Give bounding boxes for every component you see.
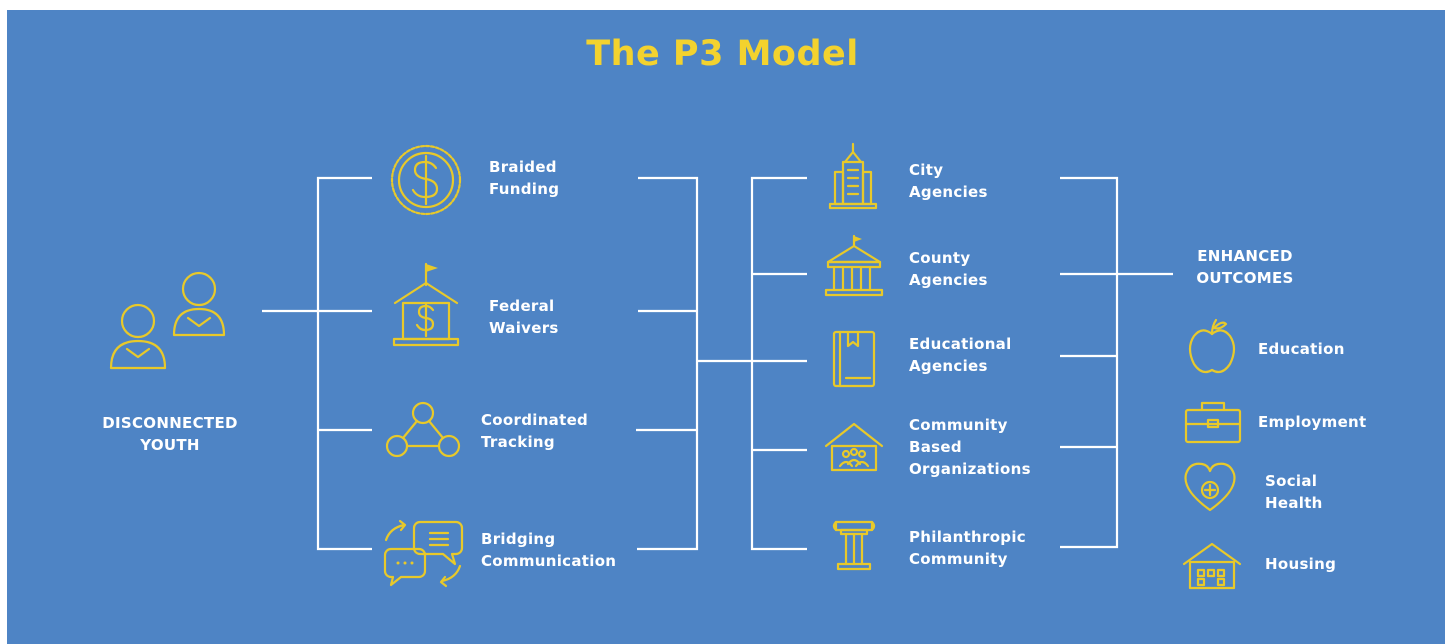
dollar-coin-icon: [390, 144, 462, 216]
speech-bubbles-icon: [383, 519, 464, 588]
heart-plus-icon: [1184, 462, 1236, 512]
outcomes-heading: ENHANCED OUTCOMES: [1196, 247, 1294, 287]
bracket-strategies-right: [637, 176, 699, 551]
apple-icon: [1188, 318, 1236, 374]
outcome-label-social-health: Social Health: [1265, 472, 1323, 512]
briefcase-icon: [1184, 401, 1242, 444]
diagram-title: The P3 Model: [586, 34, 859, 74]
strategy-label-coordinated-tracking: Coordinated Tracking: [481, 411, 589, 451]
network-nodes-icon: [385, 401, 461, 458]
strategy-label-federal-waivers: Federal Waivers: [489, 297, 559, 337]
diagram-background: [7, 10, 1445, 644]
youth-label: DISCONNECTED YOUTH: [102, 414, 238, 454]
two-people-icon: [109, 271, 226, 370]
outcome-label-education: Education: [1258, 340, 1345, 358]
skyscraper-icon: [828, 142, 878, 210]
partner-label-city-agencies: City Agencies: [909, 161, 988, 201]
partner-label-philanthropic-community: Philanthropic Community: [909, 528, 1026, 568]
courthouse-icon: [824, 234, 884, 297]
bracket-strategies: [316, 176, 372, 551]
partner-label-county-agencies: County Agencies: [909, 249, 988, 289]
strategy-label-bridging-communication: Bridging Communication: [481, 530, 617, 570]
book-icon: [832, 330, 876, 388]
bracket-partners: [750, 176, 807, 551]
strategy-label-braided-funding: Braided Funding: [489, 158, 560, 198]
partner-label-educational-agencies: Educational Agencies: [909, 335, 1012, 375]
outcome-label-employment: Employment: [1258, 413, 1367, 431]
federal-building-dollar-icon: [392, 262, 460, 347]
community-house-icon: [824, 422, 884, 472]
house-icon: [1182, 542, 1242, 590]
outcome-label-housing: Housing: [1265, 555, 1337, 573]
bracket-partners-right: [1060, 176, 1119, 549]
column-icon: [832, 520, 876, 571]
partner-label-community-based-organizations: Community Based Organizations: [909, 416, 1031, 478]
